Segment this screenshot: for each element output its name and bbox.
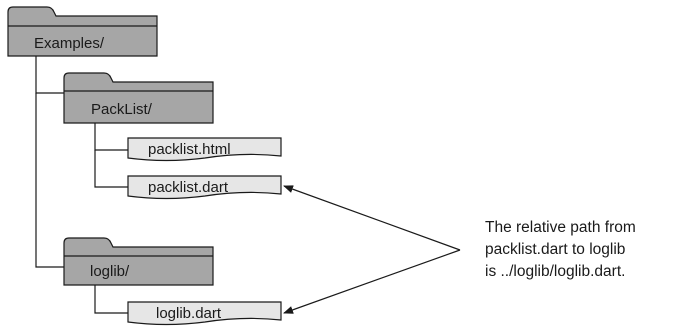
folder-icon xyxy=(63,72,214,124)
file-label-loglib-dart: loglib.dart xyxy=(156,305,222,322)
annotation-note: The relative path from packlist.dart to … xyxy=(485,219,636,280)
file-packlist-dart: packlist.dart xyxy=(127,175,282,200)
file-label-packlist-html: packlist.html xyxy=(148,141,231,158)
file-label-packlist-dart: packlist.dart xyxy=(148,179,229,196)
folder-label-loglib: loglib/ xyxy=(90,263,130,280)
folder-icon xyxy=(7,6,158,57)
arrow-to-loglib-dart xyxy=(283,249,461,314)
arrow-to-packlist-dart xyxy=(283,185,461,251)
file-icon xyxy=(127,137,282,162)
note-line-1: The relative path from xyxy=(485,219,636,236)
folder-loglib: loglib/ xyxy=(63,237,214,286)
file-icon xyxy=(127,301,282,326)
arrows xyxy=(283,185,461,314)
note-line-3: is ../loglib/loglib.dart. xyxy=(485,263,625,280)
file-packlist-html: packlist.html xyxy=(127,137,282,162)
file-icon xyxy=(127,175,282,200)
note-line-2: packlist.dart to loglib xyxy=(485,241,625,258)
folder-icon xyxy=(63,237,214,286)
folder-packlist: PackList/ xyxy=(63,72,214,124)
file-loglib-dart: loglib.dart xyxy=(127,301,282,326)
connector-packlist-to-dart xyxy=(94,150,128,188)
connector-packlist-to-html xyxy=(94,123,128,151)
connector-examples-to-packlist xyxy=(35,56,64,94)
folder-label-packlist: PackList/ xyxy=(91,101,153,118)
tree-connectors xyxy=(35,56,128,314)
connector-loglib-to-dart xyxy=(94,285,128,314)
connector-examples-to-loglib xyxy=(35,93,64,268)
folder-examples: Examples/ xyxy=(7,6,158,57)
folder-label-examples: Examples/ xyxy=(34,35,105,52)
